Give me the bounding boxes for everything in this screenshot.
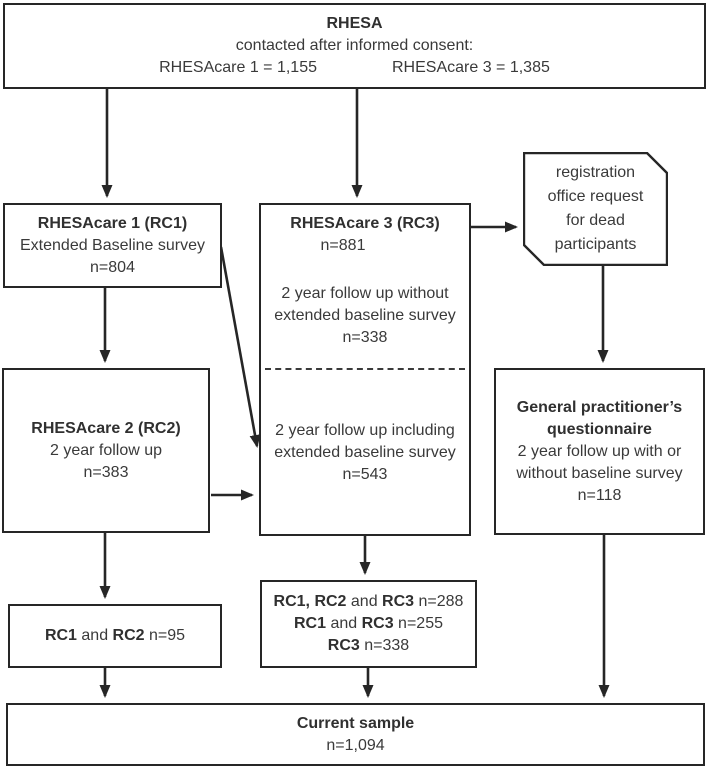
rc2-title: RHESAcare 2 (RC2)	[31, 419, 181, 437]
combo-row1-bold1: RC1, RC2	[273, 593, 347, 610]
gp-title-line2: questionnaire	[547, 420, 652, 438]
combo-row2-and: and	[326, 615, 362, 632]
combo-row1-n: n=288	[414, 593, 464, 610]
rhesa-subtitle: contacted after informed consent:	[235, 37, 474, 54]
current-sample-n: n=1,094	[326, 736, 385, 754]
rc3-without-n: n=338	[342, 329, 388, 346]
overlap-combinations-box: RC1, RC2 and RC3 n=288 RC1 and RC3 n=255…	[260, 580, 477, 668]
combo-row2-n: n=255	[393, 615, 443, 632]
registration-line1: registration	[555, 164, 636, 181]
rc1-survey-label: Extended Baseline survey	[20, 236, 205, 254]
registration-line4: participants	[554, 236, 637, 253]
rc1-label: RC1	[44, 627, 77, 644]
rc3-including-line2: extended baseline survey	[274, 444, 456, 461]
rc3-box: RHESAcare 3 (RC3) n=881 2 year follow up…	[259, 203, 471, 536]
rc2-label: RC2	[112, 627, 145, 644]
rc3-without-block: 2 year follow up without extended baseli…	[274, 283, 455, 349]
gp-line1: 2 year follow up with or	[517, 442, 682, 460]
combo-row3-bold: RC3	[327, 637, 360, 654]
and-text: and	[76, 627, 113, 644]
combo-row1-bold2: RC3	[382, 593, 415, 610]
rc1-rc2-overlap-box: RC1 and RC2 n=95	[8, 604, 222, 668]
gp-questionnaire-box: General practitioner’s questionnaire 2 y…	[494, 368, 705, 535]
combo-row1: RC1, RC2 and RC3 n=288	[274, 591, 464, 613]
rhesa-title: RHESA	[326, 15, 383, 32]
rc3-including-n: n=543	[342, 466, 388, 483]
gp-line2: without baseline survey	[516, 464, 683, 482]
registration-line3: for dead	[566, 212, 625, 229]
rc3-including-block: 2 year follow up including extended base…	[274, 420, 455, 486]
rc1-box: RHESAcare 1 (RC1) Extended Baseline surv…	[3, 203, 222, 288]
rc1-rc2-overlap-line: RC1 and RC2 n=95	[45, 625, 185, 647]
gp-n: n=118	[577, 486, 622, 504]
rhesacare3-count: RHESAcare 3 = 1,385	[392, 59, 550, 76]
combo-row3-n: n=338	[359, 637, 410, 654]
rc3-without-line1: 2 year follow up without	[281, 285, 449, 302]
current-sample-box: Current sample n=1,094	[6, 703, 705, 766]
rc2-n: n=383	[83, 463, 129, 481]
rc2-box: RHESAcare 2 (RC2) 2 year follow up n=383	[2, 368, 210, 533]
arrow-rc1-to-rc3-lower	[219, 246, 261, 448]
current-sample-title: Current sample	[296, 714, 415, 732]
combo-row1-and: and	[346, 593, 383, 610]
combo-row2-bold2: RC3	[361, 615, 394, 632]
rc3-including-line1: 2 year follow up including	[275, 422, 455, 439]
rhesacare1-count: RHESAcare 1 = 1,155	[159, 59, 317, 76]
rc2-followup-label: 2 year follow up	[49, 441, 163, 459]
registration-office-box: registration office request for dead par…	[523, 152, 668, 266]
combo-row2-bold1: RC1	[293, 615, 326, 632]
registration-line2: office request	[547, 188, 644, 205]
registration-office-shape	[523, 152, 668, 266]
rc3-title: RHESAcare 3 (RC3)	[290, 215, 440, 232]
combo-row2: RC1 and RC3 n=255	[294, 613, 443, 635]
combo-row3: RC3 n=338	[328, 635, 409, 657]
rhesa-stats: RHESAcare 1 = 1,155 RHESAcare 3 = 1,385	[159, 57, 550, 79]
rc1-title: RHESAcare 1 (RC1)	[37, 214, 188, 232]
rhesa-consent-box: RHESA contacted after informed consent: …	[3, 3, 706, 89]
rc1-n: n=804	[90, 258, 135, 276]
rc3-n: n=881	[320, 237, 366, 254]
gp-title-line1: General practitioner’s	[516, 398, 683, 416]
rc3-dashed-divider	[265, 368, 465, 370]
rc1-rc2-n: n=95	[144, 627, 186, 644]
rc3-without-line2: extended baseline survey	[274, 307, 456, 324]
